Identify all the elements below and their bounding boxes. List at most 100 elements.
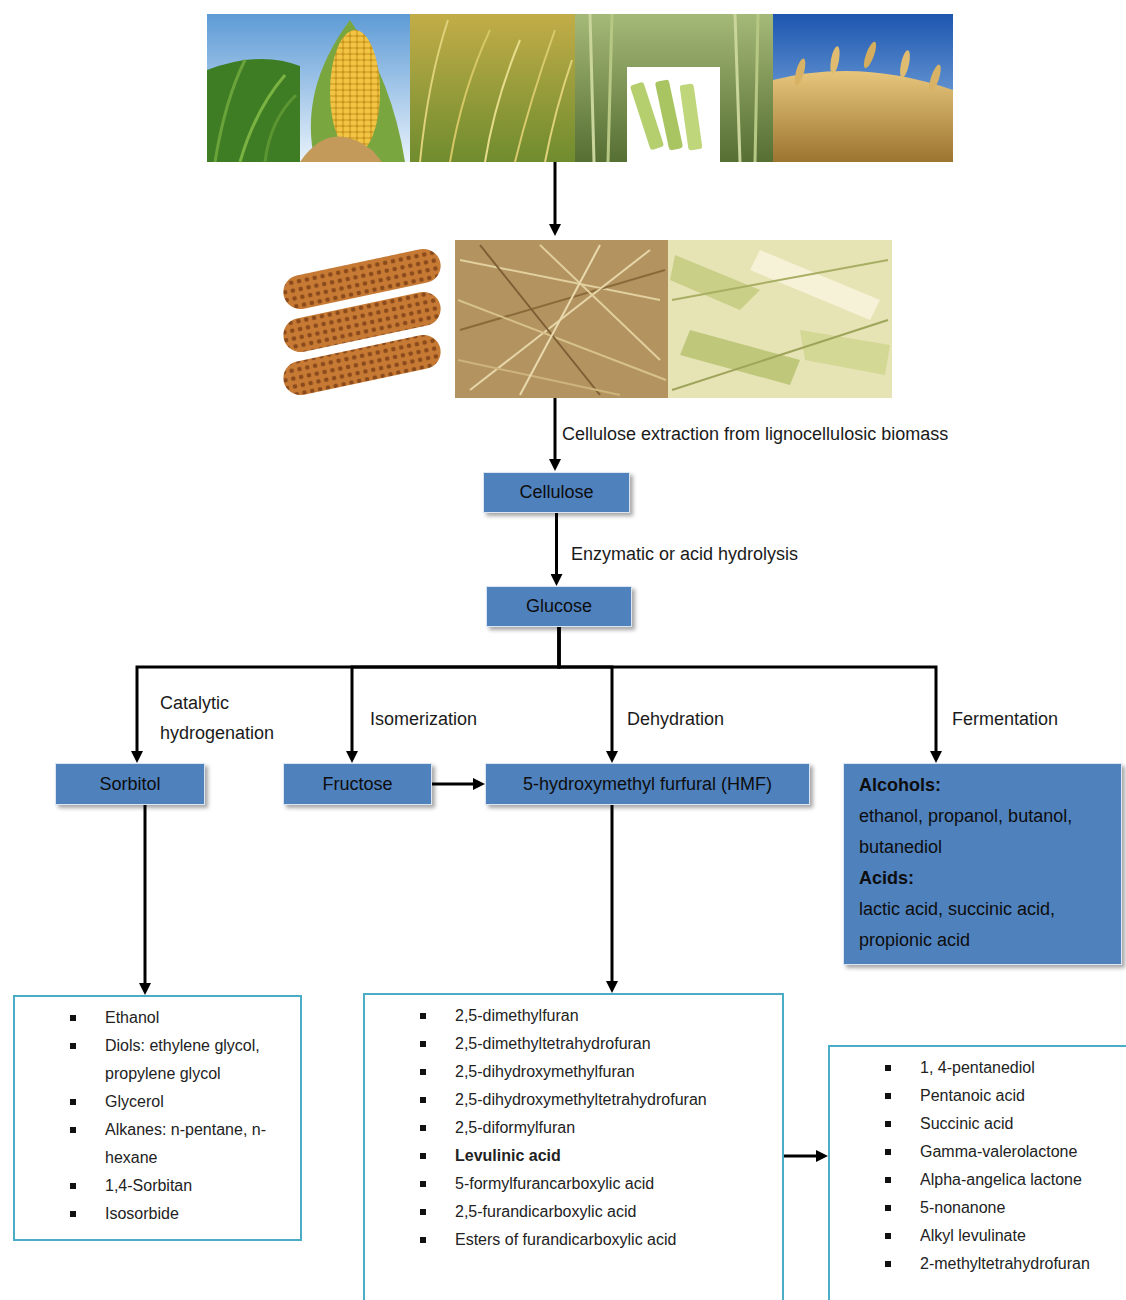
straw: [455, 240, 668, 398]
list-text: Glycerol: [105, 1088, 288, 1116]
bullet-mark: [885, 1149, 891, 1155]
list-text: 2-methyltetrahydrofuran: [920, 1250, 1114, 1278]
list-text: 2,5-diformylfuran: [455, 1114, 770, 1142]
list-item: 2,5-dimethylfuran: [365, 1002, 770, 1030]
box-label: Cellulose: [519, 482, 593, 503]
bullet-mark: [70, 1043, 76, 1049]
list-text: 2,5-dimethylfuran: [455, 1002, 770, 1030]
bagasse-fibre: [672, 320, 888, 390]
bagasse-fibre: [670, 255, 760, 310]
list-text: Alkanes: n-pentane, n-hexane: [105, 1116, 288, 1172]
bullet-mark: [885, 1093, 891, 1099]
list-text: Isosorbide: [105, 1200, 288, 1228]
list-item: 2-methyltetrahydrofuran: [830, 1250, 1114, 1278]
bullet-mark: [885, 1121, 891, 1127]
list-text: Alpha-angelica lactone: [920, 1166, 1114, 1194]
flow-arrow: [611, 805, 614, 985]
flow-arrow: [144, 805, 147, 987]
process-box: Cellulose: [483, 472, 630, 513]
box-label: Sorbitol: [99, 774, 160, 795]
bullet-mark: [420, 1041, 426, 1047]
bullet-mark: [420, 1097, 426, 1103]
list-text: 2,5-dihydroxymethylfuran: [455, 1058, 770, 1086]
cane-inset: [627, 67, 720, 162]
corn-cob: [280, 332, 444, 399]
wheat-ear: [829, 46, 842, 75]
photo-ground: [267, 240, 455, 398]
bullet-mark: [70, 1099, 76, 1105]
sky: [773, 14, 953, 162]
list-text: Diols: ethylene glycol, propylene glycol: [105, 1032, 288, 1088]
list-item: Succinic acid: [830, 1110, 1114, 1138]
flow-arrow: [554, 398, 557, 463]
list-item: Pentanoic acid: [830, 1082, 1114, 1110]
list-item: 1,4-Sorbitan: [15, 1172, 288, 1200]
flow-arrow: [432, 783, 477, 786]
bagasse-fibre: [680, 330, 800, 385]
flow-arrow: [784, 1155, 820, 1158]
list-item: Diols: ethylene glycol, propylene glycol: [15, 1032, 288, 1088]
process-box: Glucose: [486, 586, 632, 627]
bullet-mark: [420, 1209, 426, 1215]
list-item: 5-nonanone: [830, 1194, 1114, 1222]
wheat-field: [773, 71, 953, 162]
list-item: 5-formylfurancarboxylic acid: [365, 1170, 770, 1198]
box-text: Acids:: [859, 863, 1109, 894]
bullet-mark: [70, 1015, 76, 1021]
process-box: Sorbitol: [55, 763, 205, 805]
list-text: Levulinic acid: [455, 1142, 770, 1170]
box-label: Glucose: [526, 596, 592, 617]
bullet-mark: [885, 1233, 891, 1239]
list-text: Alkyl levulinate: [920, 1222, 1114, 1250]
process-box: 5-hydroxymethyl furfural (HMF): [485, 763, 810, 805]
cane-stalk: [590, 14, 594, 162]
wheat-ear: [927, 63, 943, 92]
edge-label: Enzymatic or acid hydrolysis: [569, 539, 800, 569]
sky: [207, 14, 410, 162]
list-item: Alkyl levulinate: [830, 1222, 1114, 1250]
edge-label: Catalytic hydrogenation: [158, 688, 297, 748]
bullet-mark: [70, 1127, 76, 1133]
flow-arrow: [559, 627, 936, 755]
rice-stem: [420, 20, 448, 162]
bullet-mark: [420, 1125, 426, 1131]
dry-leaf: [300, 137, 382, 162]
list-text: 2,5-furandicarboxylic acid: [455, 1198, 770, 1226]
bullet-mark: [885, 1205, 891, 1211]
list-text: 1, 4-pentanediol: [920, 1054, 1114, 1082]
bullet-mark: [420, 1181, 426, 1187]
box-label: 5-hydroxymethyl furfural (HMF): [523, 774, 772, 795]
list-item: Glycerol: [15, 1088, 288, 1116]
straw-strand: [458, 300, 666, 380]
corn-field: [207, 59, 300, 162]
straw-strand: [480, 245, 600, 395]
box-text: Alcohols:: [859, 770, 1109, 801]
product-list-box: 2,5-dimethylfuran2,5-dimethyltetrahydrof…: [363, 993, 784, 1300]
list-item: 2,5-diformylfuran: [365, 1114, 770, 1142]
sugarcane-field: [575, 14, 773, 162]
bullet-mark: [420, 1237, 426, 1243]
product-box: Alcohols:ethanol, propanol, butanol, but…: [843, 763, 1122, 965]
list-item: 2,5-dihydroxymethyltetrahydrofuran: [365, 1086, 770, 1114]
flow-arrow: [559, 627, 612, 755]
list-text: 1,4-Sorbitan: [105, 1172, 288, 1200]
box-text: lactic acid, succinic acid, propionic ac…: [859, 894, 1109, 956]
list-item: 2,5-dihydroxymethylfuran: [365, 1058, 770, 1086]
flow-arrow: [554, 162, 557, 228]
rice-field: [410, 14, 575, 162]
list-item: Isosorbide: [15, 1200, 288, 1228]
corn-cob: [330, 30, 380, 154]
product-list-box: 1, 4-pentanediolPentanoic acidSuccinic a…: [828, 1045, 1126, 1300]
straw-strand: [458, 360, 620, 395]
step-label: Cellulose extraction from lignocellulosi…: [560, 419, 950, 449]
bagasse-fibre: [672, 260, 888, 300]
list-item: Alpha-angelica lactone: [830, 1166, 1114, 1194]
cane-stalk: [755, 14, 758, 162]
box-label: Fructose: [322, 774, 392, 795]
list-item: 2,5-dimethyltetrahydrofuran: [365, 1030, 770, 1058]
wheat-ear: [793, 57, 808, 86]
bullet-mark: [70, 1183, 76, 1189]
cane-piece: [655, 79, 683, 150]
product-list-box: EthanolDiols: ethylene glycol, propylene…: [13, 995, 302, 1241]
wheat-ear: [861, 40, 878, 69]
